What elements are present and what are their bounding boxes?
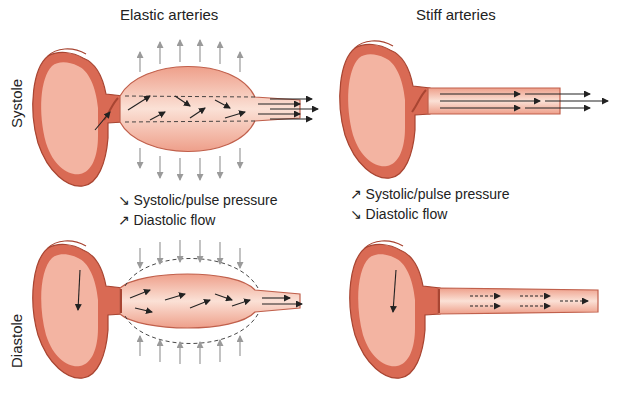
flow-arrows [393, 270, 396, 312]
heart [340, 41, 430, 178]
closed-valve [120, 289, 122, 313]
column-heading: Stiff arteries [416, 6, 496, 23]
phase-label: Diastole [8, 314, 25, 368]
recoiling-aorta [120, 274, 300, 328]
open-valve [412, 90, 426, 112]
effect-label: ↘ Diastolic flow [350, 206, 447, 222]
elastic-diastole [33, 240, 302, 378]
stiff-systole [340, 41, 608, 178]
weak-flow-arrows [470, 296, 588, 306]
column-heading: Elastic arteries [120, 6, 218, 23]
phase-label: Systole [8, 79, 25, 128]
distended-wall-outline [125, 259, 258, 344]
closed-valve [438, 289, 440, 313]
heart [33, 49, 123, 186]
heart [350, 241, 440, 378]
wall-expansion-arrows [140, 40, 240, 180]
resting-wall-outline [125, 96, 255, 122]
effect-label: ↗ Systolic/pulse pressure [350, 186, 510, 202]
stiff-aorta [428, 88, 560, 114]
stiff-diastole [350, 241, 598, 378]
flow-arrows [78, 270, 302, 312]
wall-recoil-arrows [140, 240, 240, 364]
stiff-aorta [438, 288, 598, 314]
heart [33, 241, 123, 378]
flow-arrows [95, 96, 318, 130]
elastic-systole [33, 40, 318, 186]
effect-label: ↘ Systolic/pulse pressure [118, 192, 278, 208]
flow-arrows [440, 94, 608, 108]
effect-label: ↗ Diastolic flow [118, 212, 215, 228]
